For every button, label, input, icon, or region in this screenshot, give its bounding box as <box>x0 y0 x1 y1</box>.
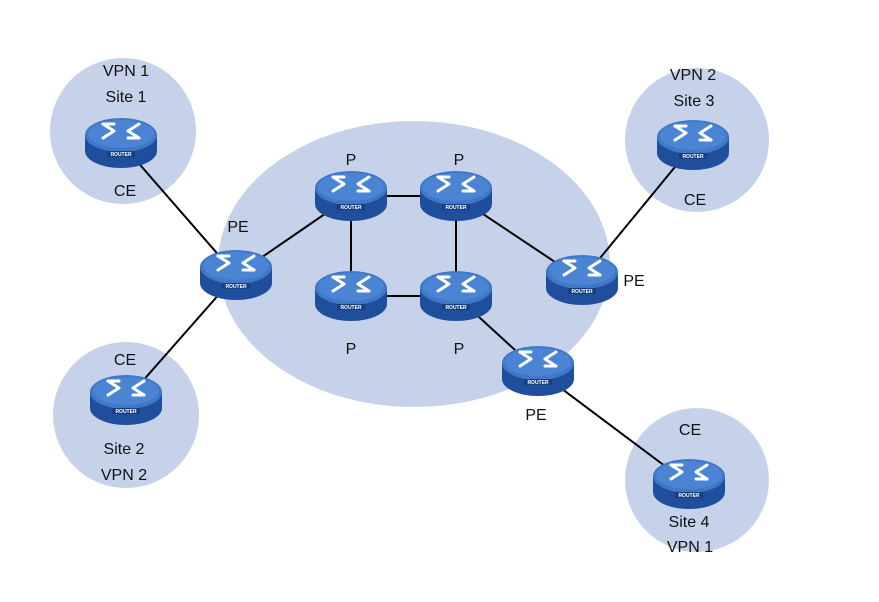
site3-vpn-label: VPN 2 <box>669 67 717 84</box>
site1-vpn-label: VPN 1 <box>102 63 150 80</box>
site3-ce-label: CE <box>683 192 707 209</box>
router-icon <box>313 269 389 323</box>
router-icon <box>88 373 164 427</box>
p-router-label: P <box>453 152 465 169</box>
router-icon <box>198 248 274 302</box>
router-icon <box>418 169 494 223</box>
router-icon <box>500 344 576 398</box>
router-icon <box>544 253 620 307</box>
pe-router-label: PE <box>227 219 249 236</box>
site2-vpn-label: VPN 2 <box>100 467 148 484</box>
p-router-label: P <box>345 341 357 358</box>
p-router-label: P <box>453 341 465 358</box>
pe-router-label: PE <box>525 407 547 424</box>
router-icon <box>313 169 389 223</box>
site2-ce-label: CE <box>113 352 137 369</box>
site4-site-label: Site 4 <box>668 514 710 531</box>
site1-ce-label: CE <box>113 183 137 200</box>
router-icon <box>651 457 727 511</box>
site2-site-label: Site 2 <box>103 441 145 458</box>
site1-site-label: Site 1 <box>105 89 147 106</box>
site4-ce-label: CE <box>678 422 702 439</box>
p-router-label: P <box>345 152 357 169</box>
pe-router-label: PE <box>623 273 645 290</box>
site3-site-label: Site 3 <box>673 93 715 110</box>
router-icon <box>418 269 494 323</box>
router-icon <box>83 116 159 170</box>
site4-vpn-label: VPN 1 <box>666 539 714 556</box>
router-icon <box>655 118 731 172</box>
